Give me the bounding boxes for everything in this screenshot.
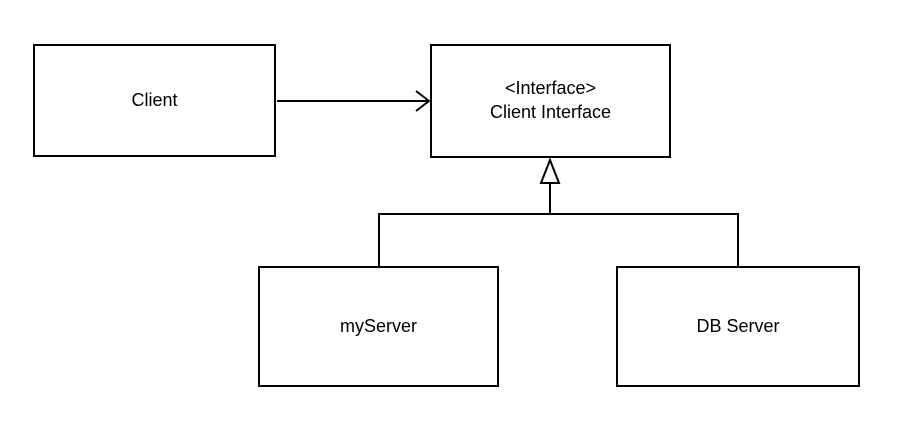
uml-node-myserver-label: myServer: [339, 315, 417, 336]
open-arrowhead-icon: [415, 90, 431, 112]
uml-node-client-interface[interactable]: <Interface> Client Interface: [430, 44, 671, 158]
uml-node-client-label: Client: [131, 89, 178, 110]
edge-servers-realize-interface: [378, 157, 739, 267]
uml-node-client-interface-label: Client Interface: [489, 102, 612, 122]
hollow-triangle-arrowhead-icon: [539, 157, 561, 184]
uml-node-dbserver[interactable]: DB Server: [616, 266, 860, 387]
edge-client-uses-interface: [277, 90, 431, 112]
uml-node-client-interface-stereotype: <Interface>: [504, 78, 597, 99]
uml-node-client[interactable]: Client: [33, 44, 276, 157]
uml-node-dbserver-label: DB Server: [696, 315, 780, 336]
uml-node-myserver[interactable]: myServer: [258, 266, 499, 387]
